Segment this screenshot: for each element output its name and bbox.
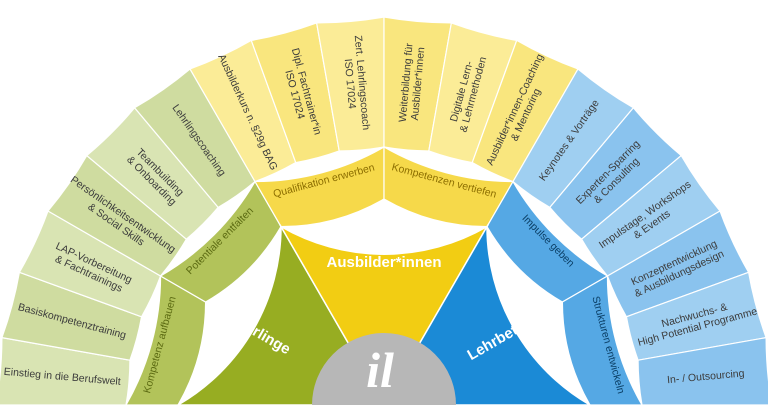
outer-segment-in-outsourcing[interactable] [637, 336, 768, 405]
main-label-ausbilder-innen: Ausbilder*innen [326, 254, 441, 271]
sub-segment-strukturen-entwickeln[interactable] [561, 274, 643, 405]
service-label-weiterbildung-für-ausbilder-innen: Weiterbildung fürAusbilder*innen [397, 42, 428, 123]
logo-text: il [366, 342, 394, 398]
center-logo-disc [312, 333, 456, 405]
